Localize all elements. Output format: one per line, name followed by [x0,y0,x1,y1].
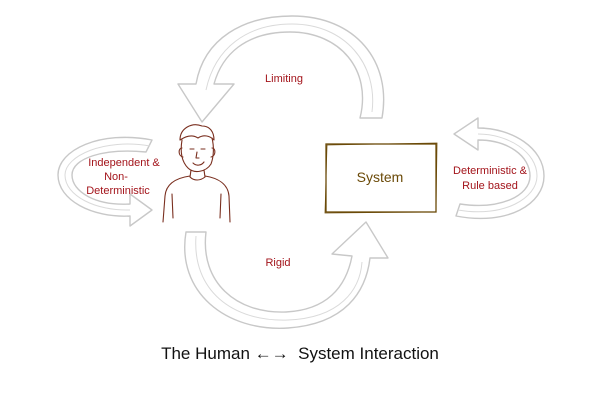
rigid-label: Rigid [265,257,290,269]
human-traits-label-line1: Independent & [88,157,160,169]
system-traits-label-line2: Rule based [462,180,518,192]
caption-bidirectional-arrow: ←→ [254,344,289,363]
system-box: System [324,142,438,214]
left-loop-arrow [57,136,153,227]
diagram-caption: The Human ←→ System Interaction [0,344,600,364]
system-traits-label-line1: Deterministic & [453,165,528,177]
system-box-label: System [357,169,404,185]
bottom-curved-arrow [184,221,389,329]
limiting-label: Limiting [265,73,303,85]
top-curved-arrow [177,15,385,123]
human-traits-label-line2: Non- [104,171,128,183]
human-traits-label-line3: Deterministic [86,185,150,197]
right-loop-arrow [453,117,545,220]
caption-human: The Human [161,344,250,363]
human-figure-icon [162,124,231,223]
caption-system-interaction: System Interaction [298,344,439,363]
